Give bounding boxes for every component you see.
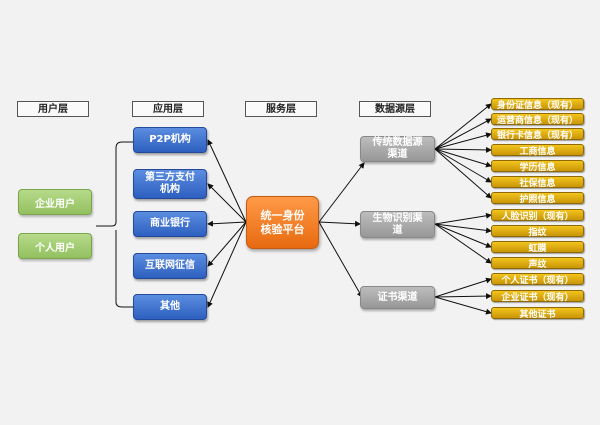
- service-to-channel-arrow: [318, 221, 363, 298]
- app-node-third-party-payment[interactable]: 第三方支付 机构: [133, 169, 207, 199]
- app-node-commercial-bank[interactable]: 商业银行: [133, 211, 207, 237]
- app-node-p2p[interactable]: P2P机构: [133, 127, 207, 153]
- app-node-internet-credit[interactable]: 互联网征信: [133, 253, 207, 279]
- service-to-app-arrow: [207, 220, 247, 227]
- service-node-identity-platform[interactable]: 统一身份 核验平台: [246, 196, 319, 249]
- source-node[interactable]: 护照信息: [491, 192, 584, 205]
- brace-connector: [96, 141, 133, 227]
- source-node[interactable]: 个人证书（现有）: [491, 273, 584, 286]
- brace-connector: [115, 230, 133, 308]
- channel-to-source-arrow: [434, 148, 492, 199]
- source-node[interactable]: 银行卡信息（现有）: [491, 128, 584, 141]
- channel-to-source-arrow: [434, 118, 492, 150]
- service-to-app-arrow: [207, 221, 247, 308]
- layer-label-service: 服务层: [245, 101, 317, 117]
- service-to-app-arrow: [207, 139, 247, 223]
- source-node[interactable]: 虹膜: [491, 241, 584, 254]
- channel-to-source-arrow: [434, 296, 492, 315]
- source-node[interactable]: 社保信息: [491, 176, 584, 189]
- channel-to-source-arrow: [434, 277, 492, 298]
- channel-node-biometric[interactable]: 生物识别渠 道: [360, 211, 435, 238]
- channel-to-source-arrow: [434, 148, 492, 183]
- source-node[interactable]: 身份证信息（现有）: [491, 98, 584, 111]
- source-node[interactable]: 运营商信息（现有）: [491, 113, 584, 126]
- channel-to-source-arrow: [434, 223, 492, 248]
- source-node[interactable]: 工商信息: [491, 144, 584, 157]
- source-node[interactable]: 其他证书: [491, 307, 584, 320]
- channel-to-source-arrow: [434, 293, 492, 300]
- channel-to-source-arrow: [434, 146, 492, 153]
- service-to-channel-arrow: [318, 162, 365, 223]
- channel-to-source-arrow: [434, 223, 492, 234]
- layer-label-user: 用户层: [17, 101, 89, 117]
- channel-to-source-arrow: [434, 223, 492, 264]
- service-to-app-arrow: [207, 221, 247, 267]
- channel-to-source-arrow: [434, 132, 492, 150]
- layer-label-data-source: 数据源层: [359, 101, 431, 117]
- channel-to-source-arrow: [434, 148, 492, 168]
- source-node[interactable]: 声纹: [491, 257, 584, 270]
- source-node[interactable]: 企业证书（现有）: [491, 290, 584, 303]
- service-to-channel-arrow: [318, 220, 361, 227]
- source-node[interactable]: 指纹: [491, 225, 584, 238]
- source-node[interactable]: 人脸识别（现有）: [491, 209, 584, 222]
- source-node[interactable]: 学历信息: [491, 160, 584, 173]
- channel-node-certificate[interactable]: 证书渠道: [360, 286, 435, 309]
- channel-to-source-arrow: [434, 212, 492, 225]
- service-to-app-arrow: [207, 183, 247, 223]
- layer-label-application: 应用层: [132, 101, 204, 117]
- user-node-enterprise[interactable]: 企业用户: [18, 189, 92, 215]
- channel-node-traditional[interactable]: 传统数据源 渠道: [360, 136, 435, 162]
- channel-to-source-arrow: [434, 103, 492, 150]
- user-node-individual[interactable]: 个人用户: [18, 233, 92, 259]
- app-node-other[interactable]: 其他: [133, 294, 207, 320]
